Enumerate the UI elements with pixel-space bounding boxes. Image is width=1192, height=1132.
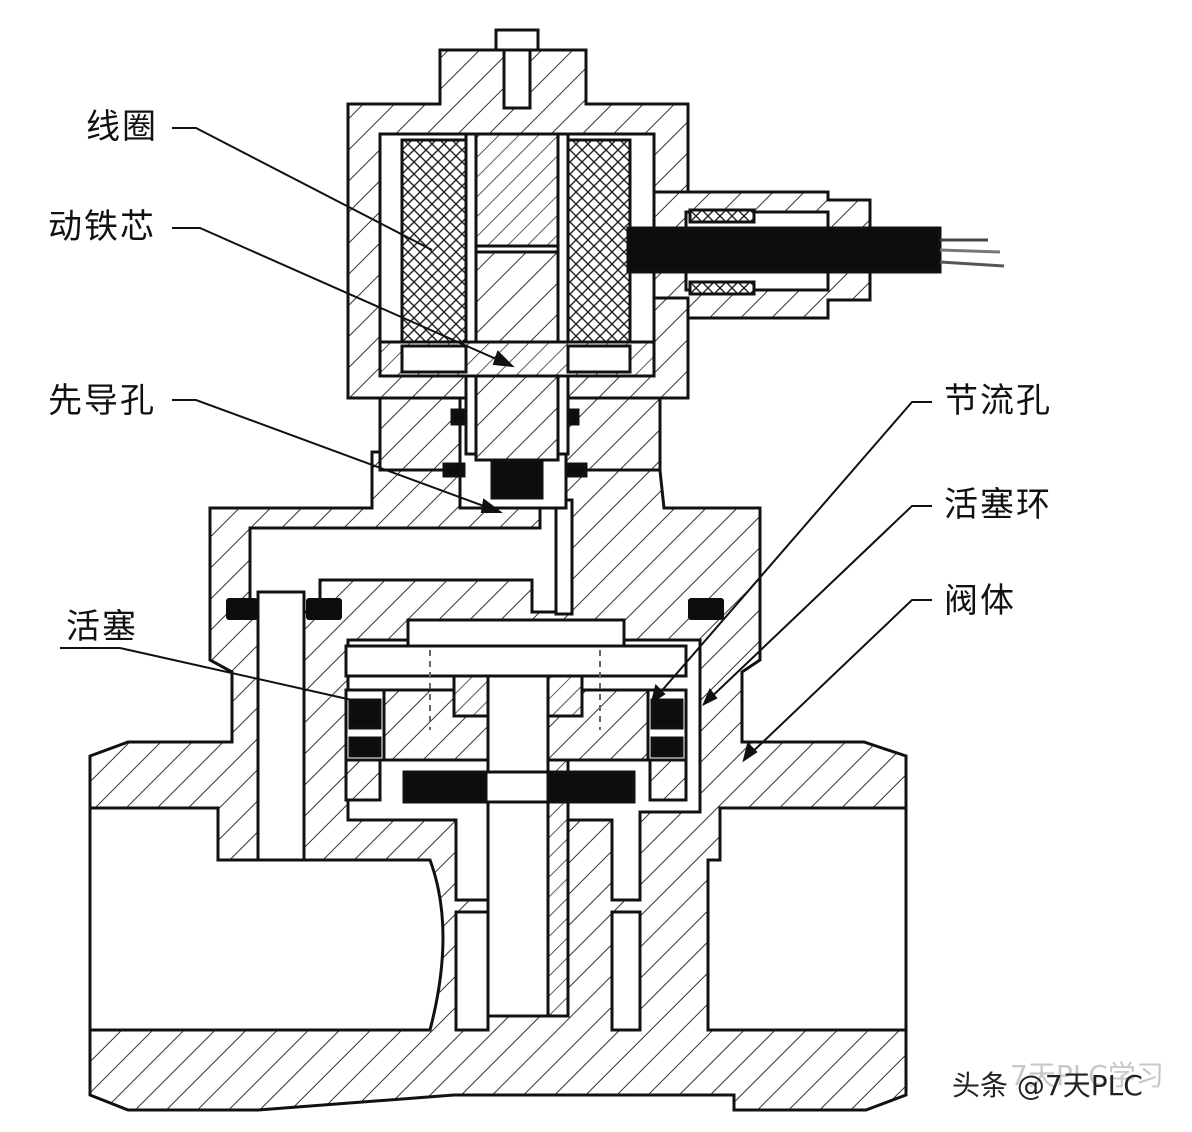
cable-gland — [626, 190, 1005, 320]
main-seal-center — [484, 770, 550, 804]
wire-3 — [939, 260, 1005, 268]
leader-coil — [172, 127, 433, 251]
leader-plunger — [172, 227, 513, 367]
neck-right — [564, 396, 662, 472]
piston-hub-inner — [486, 674, 550, 774]
piston-assembly — [344, 618, 688, 804]
seal-left-2 — [306, 598, 342, 620]
piston-top-plate — [406, 618, 626, 648]
seal-left-1 — [226, 598, 258, 620]
label-piston: 活塞 — [66, 607, 138, 647]
cable — [626, 226, 942, 274]
label-coil: 线圈 — [86, 107, 158, 147]
watermark-ghost: 7天PLC学习 — [1010, 1059, 1164, 1092]
leader-pilot-hole — [172, 399, 501, 513]
leader-piston-ring — [703, 505, 932, 705]
wire-2 — [939, 248, 1001, 254]
bottom-channel — [454, 910, 490, 1032]
seal-right — [688, 598, 724, 620]
stop-core — [474, 132, 560, 248]
leader-piston — [60, 647, 353, 701]
piston-guide — [344, 644, 688, 678]
bottom-channel-right — [610, 910, 642, 1032]
leader-throttle-hole — [651, 401, 932, 703]
label-piston-ring: 活塞环 — [944, 485, 1052, 525]
main-seal-left — [402, 770, 488, 804]
top-screw — [502, 48, 532, 110]
leader-valve-body — [743, 599, 932, 761]
top-nut — [494, 28, 540, 52]
watermark: 头条 @7天PLC — [952, 1069, 1143, 1102]
throttle-passage — [554, 498, 574, 616]
left-bore — [256, 590, 306, 862]
label-pilot-hole: 先导孔 — [48, 381, 156, 421]
right-port — [706, 806, 908, 1032]
coil-left — [400, 138, 468, 348]
coil-right — [566, 138, 632, 348]
leader-lines — [60, 127, 932, 763]
guide-tube-left — [464, 132, 478, 456]
body-seals — [226, 598, 724, 620]
neck — [378, 396, 462, 472]
left-port — [88, 806, 445, 1032]
label-plunger: 动铁芯 — [48, 207, 156, 247]
label-throttle-hole: 节流孔 — [944, 381, 1052, 421]
label-valve-body: 阀体 — [944, 581, 1016, 621]
main-seal-right — [546, 770, 636, 804]
guide-tube-right — [556, 132, 570, 456]
